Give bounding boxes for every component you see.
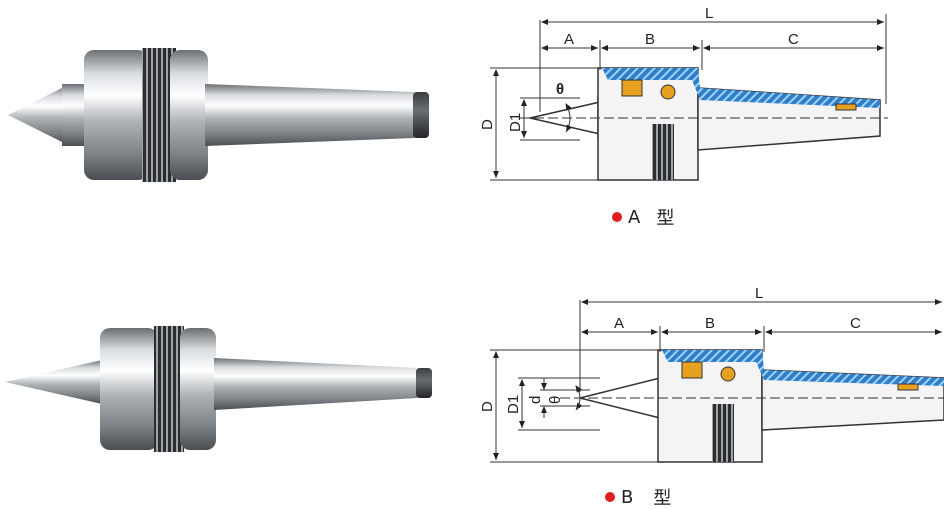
dim-a-L: L (705, 5, 713, 22)
dim-b-D1: D1 (505, 395, 522, 414)
dim-b-theta: θ (547, 396, 564, 404)
dim-b-C: C (850, 315, 861, 332)
caption-b: B 型 (605, 484, 671, 510)
caption-b-letter: B (621, 486, 634, 508)
caption-a: A 型 (612, 204, 674, 230)
caption-b-char: 型 (653, 488, 672, 509)
diagram-a: L A B C D D1 θ (479, 5, 888, 181)
caption-a-char: 型 (656, 208, 675, 229)
dim-a-C: C (788, 31, 799, 48)
dim-a-B: B (645, 31, 655, 48)
dim-b-d: d (527, 396, 544, 404)
live-center-b-photo (5, 326, 432, 452)
dim-a-theta: θ (556, 81, 564, 98)
live-center-a-photo (8, 48, 429, 182)
dim-b-L: L (755, 285, 763, 302)
bullet-dot-icon (612, 212, 622, 222)
dim-b-B: B (705, 315, 715, 332)
dim-a-D1: D1 (507, 113, 524, 132)
dim-b-D: D (479, 401, 496, 412)
diagram-b: L A B C D D1 d θ (479, 285, 944, 463)
dim-b-A: A (614, 315, 624, 332)
bullet-dot-icon (605, 492, 615, 502)
caption-a-letter: A (628, 206, 641, 228)
dim-a-A: A (564, 31, 574, 48)
dim-a-D: D (479, 119, 496, 130)
